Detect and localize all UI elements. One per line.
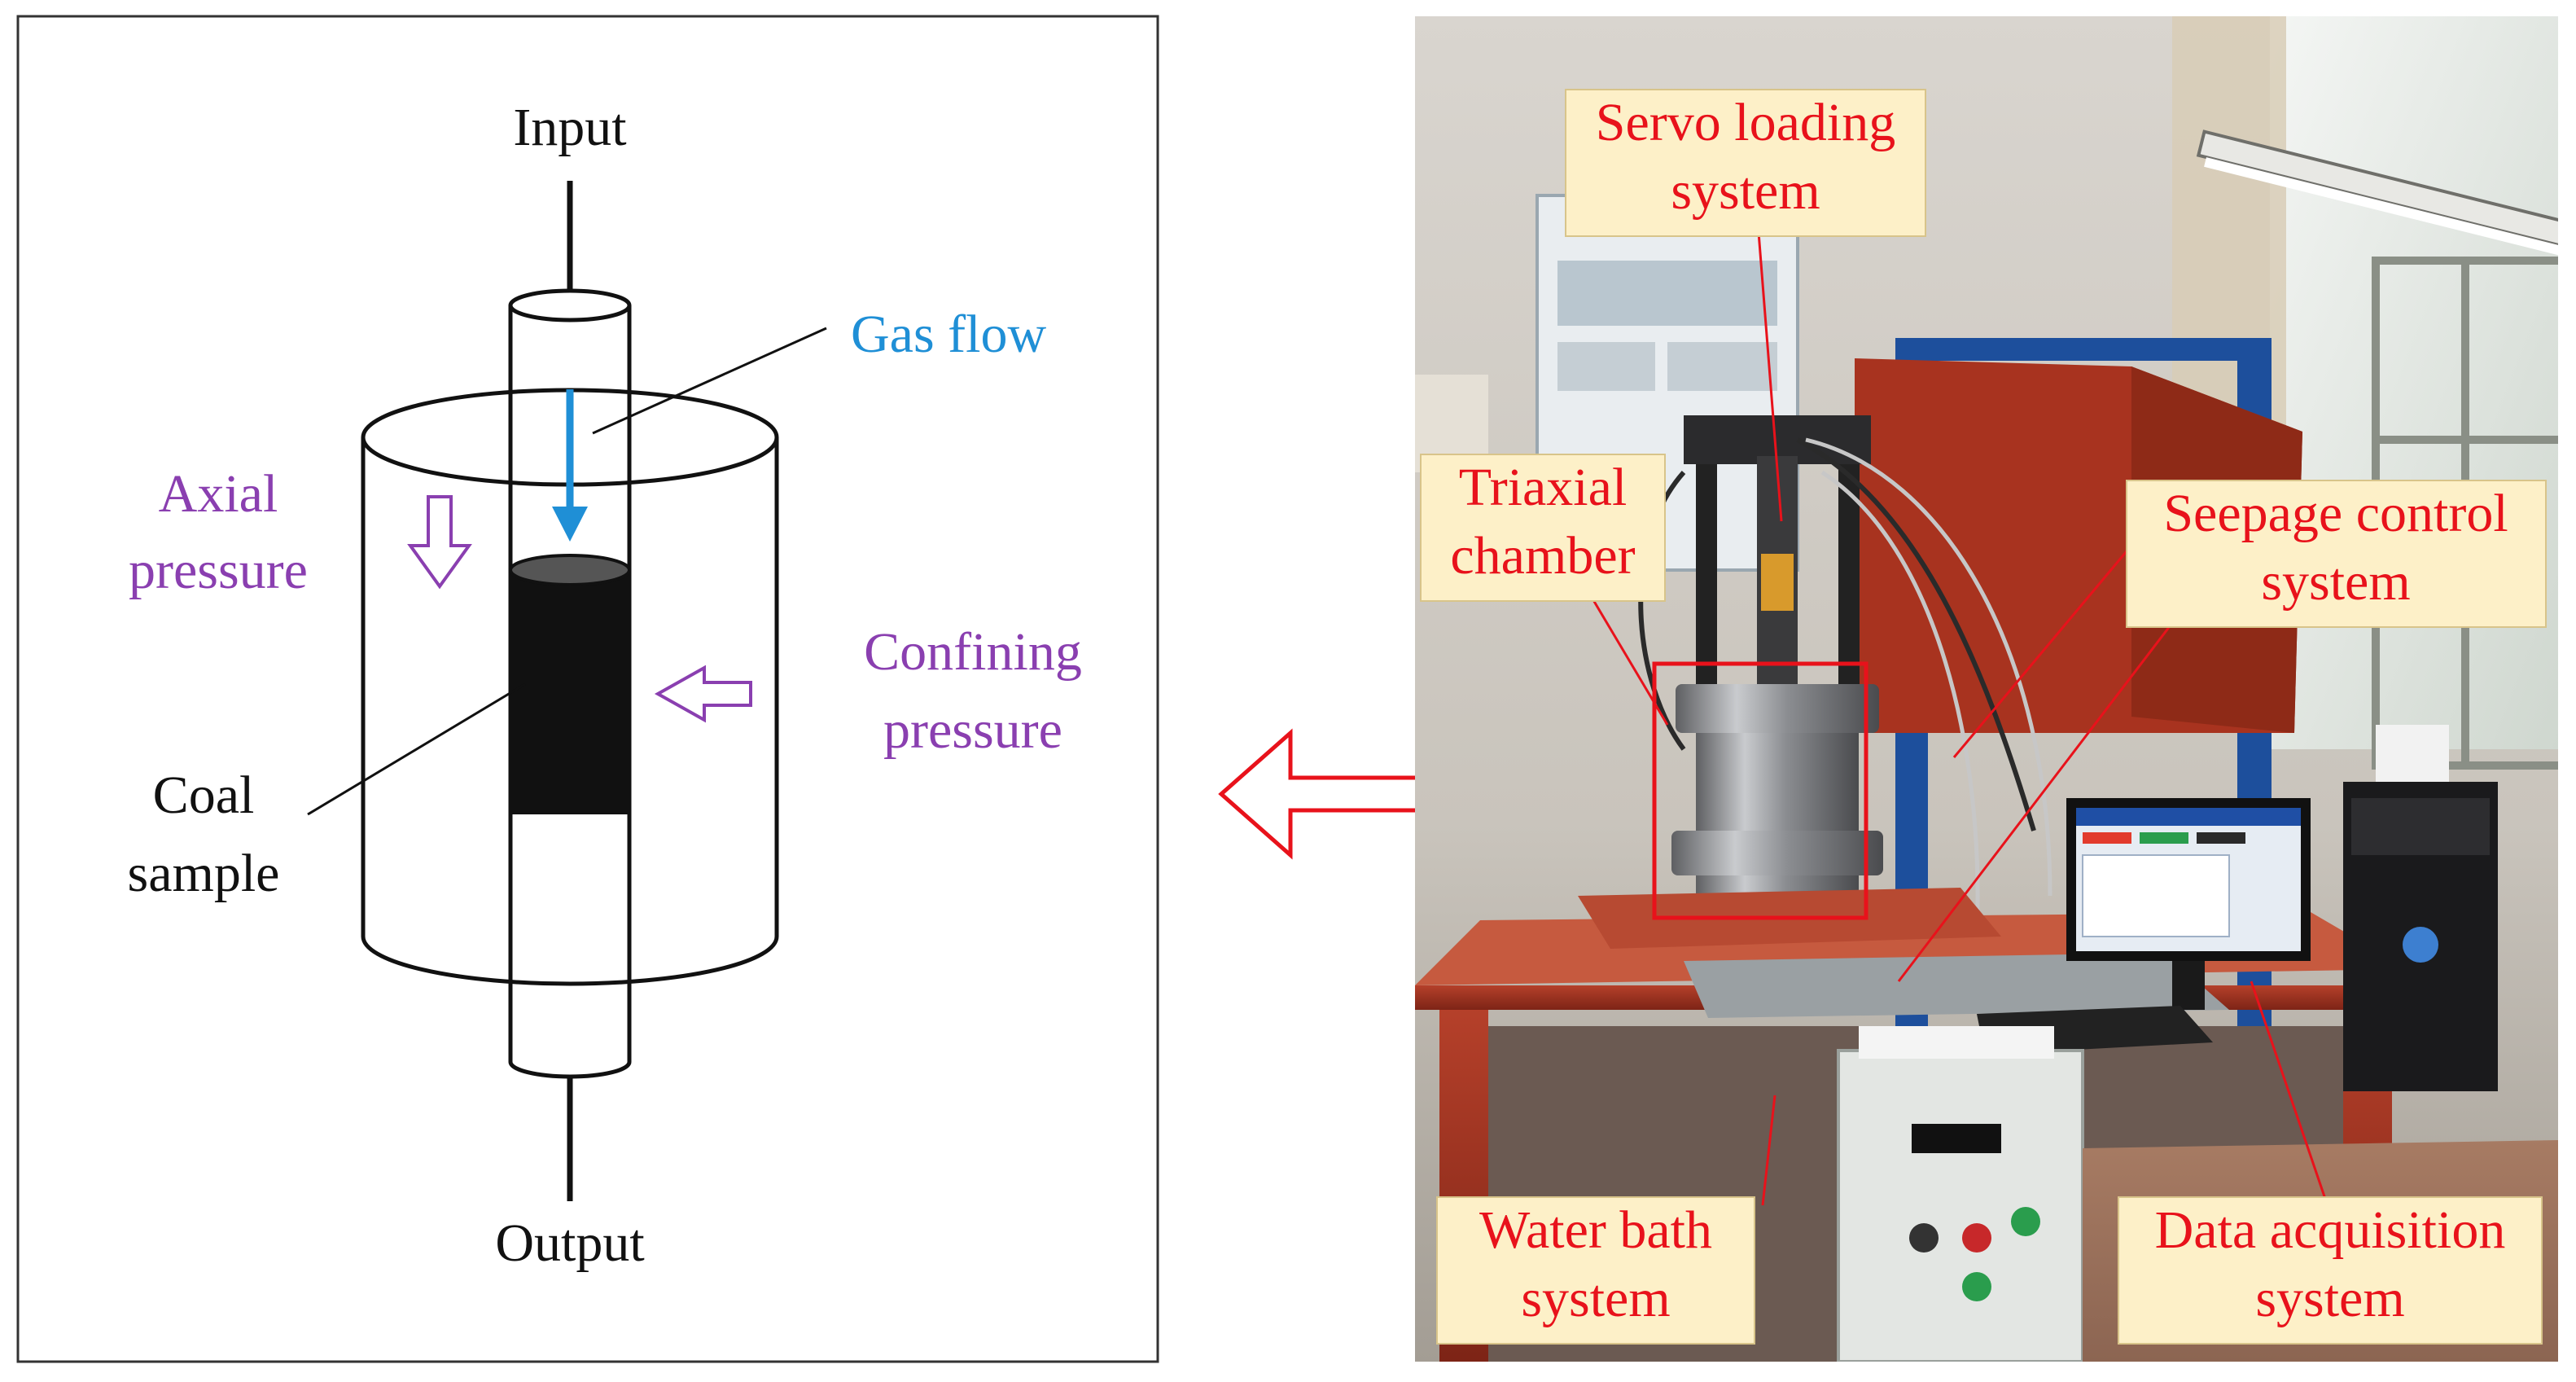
- confining-pressure-label-line1: Confining: [864, 622, 1082, 682]
- schematic-panel: Input Output Gas flow Axial pressure Con…: [16, 15, 1159, 1363]
- axial-pressure-label-line2: pressure: [129, 541, 308, 600]
- water-bath-label-line2: system: [1521, 1269, 1670, 1328]
- axial-pressure-arrow: [407, 495, 472, 590]
- gas-flow-arrow: [552, 389, 588, 542]
- seepage-control-label-line2: system: [2261, 552, 2410, 612]
- coal-sample: [509, 554, 631, 814]
- water-bath-label: Water bath system: [1436, 1196, 1755, 1345]
- axial-pressure-label-line1: Axial: [159, 464, 278, 524]
- coal-sample-label-line1: Coal: [153, 766, 255, 825]
- seepage-control-label-line1: Seepage control: [2163, 484, 2508, 543]
- water-bath-label-line1: Water bath: [1479, 1200, 1712, 1260]
- gas-flow-label: Gas flow: [851, 305, 1046, 364]
- servo-loading-label-line1: Servo loading: [1596, 93, 1895, 152]
- data-acquisition-label-line2: system: [2255, 1269, 2404, 1328]
- triaxial-chamber-label: Triaxial chamber: [1420, 454, 1666, 602]
- coal-sample-leader: [307, 682, 526, 816]
- chamber-highlight-box: [1652, 661, 1868, 920]
- confining-pressure-label-line2: pressure: [883, 700, 1062, 760]
- servo-loading-label-line2: system: [1671, 161, 1820, 221]
- triaxial-chamber-label-line2: chamber: [1450, 526, 1635, 586]
- photo-leader-lines: [1586, 231, 2328, 1206]
- gas-flow-leader: [592, 327, 827, 435]
- seepage-control-label: Seepage control system: [2126, 480, 2547, 628]
- data-acquisition-label: Data acquisition system: [2118, 1196, 2543, 1345]
- servo-loading-label: Servo loading system: [1565, 89, 1926, 237]
- confining-pressure-arrow: [654, 665, 752, 723]
- data-acquisition-label-line1: Data acquisition: [2155, 1200, 2506, 1260]
- output-label: Output: [495, 1213, 644, 1273]
- coal-sample-label-line2: sample: [128, 844, 280, 903]
- input-label: Input: [513, 98, 626, 157]
- triaxial-chamber-label-line1: Triaxial: [1459, 458, 1628, 517]
- equipment-photo: Servo loading system Triaxial chamber Se…: [1415, 16, 2558, 1362]
- inner-tube: [508, 288, 632, 1079]
